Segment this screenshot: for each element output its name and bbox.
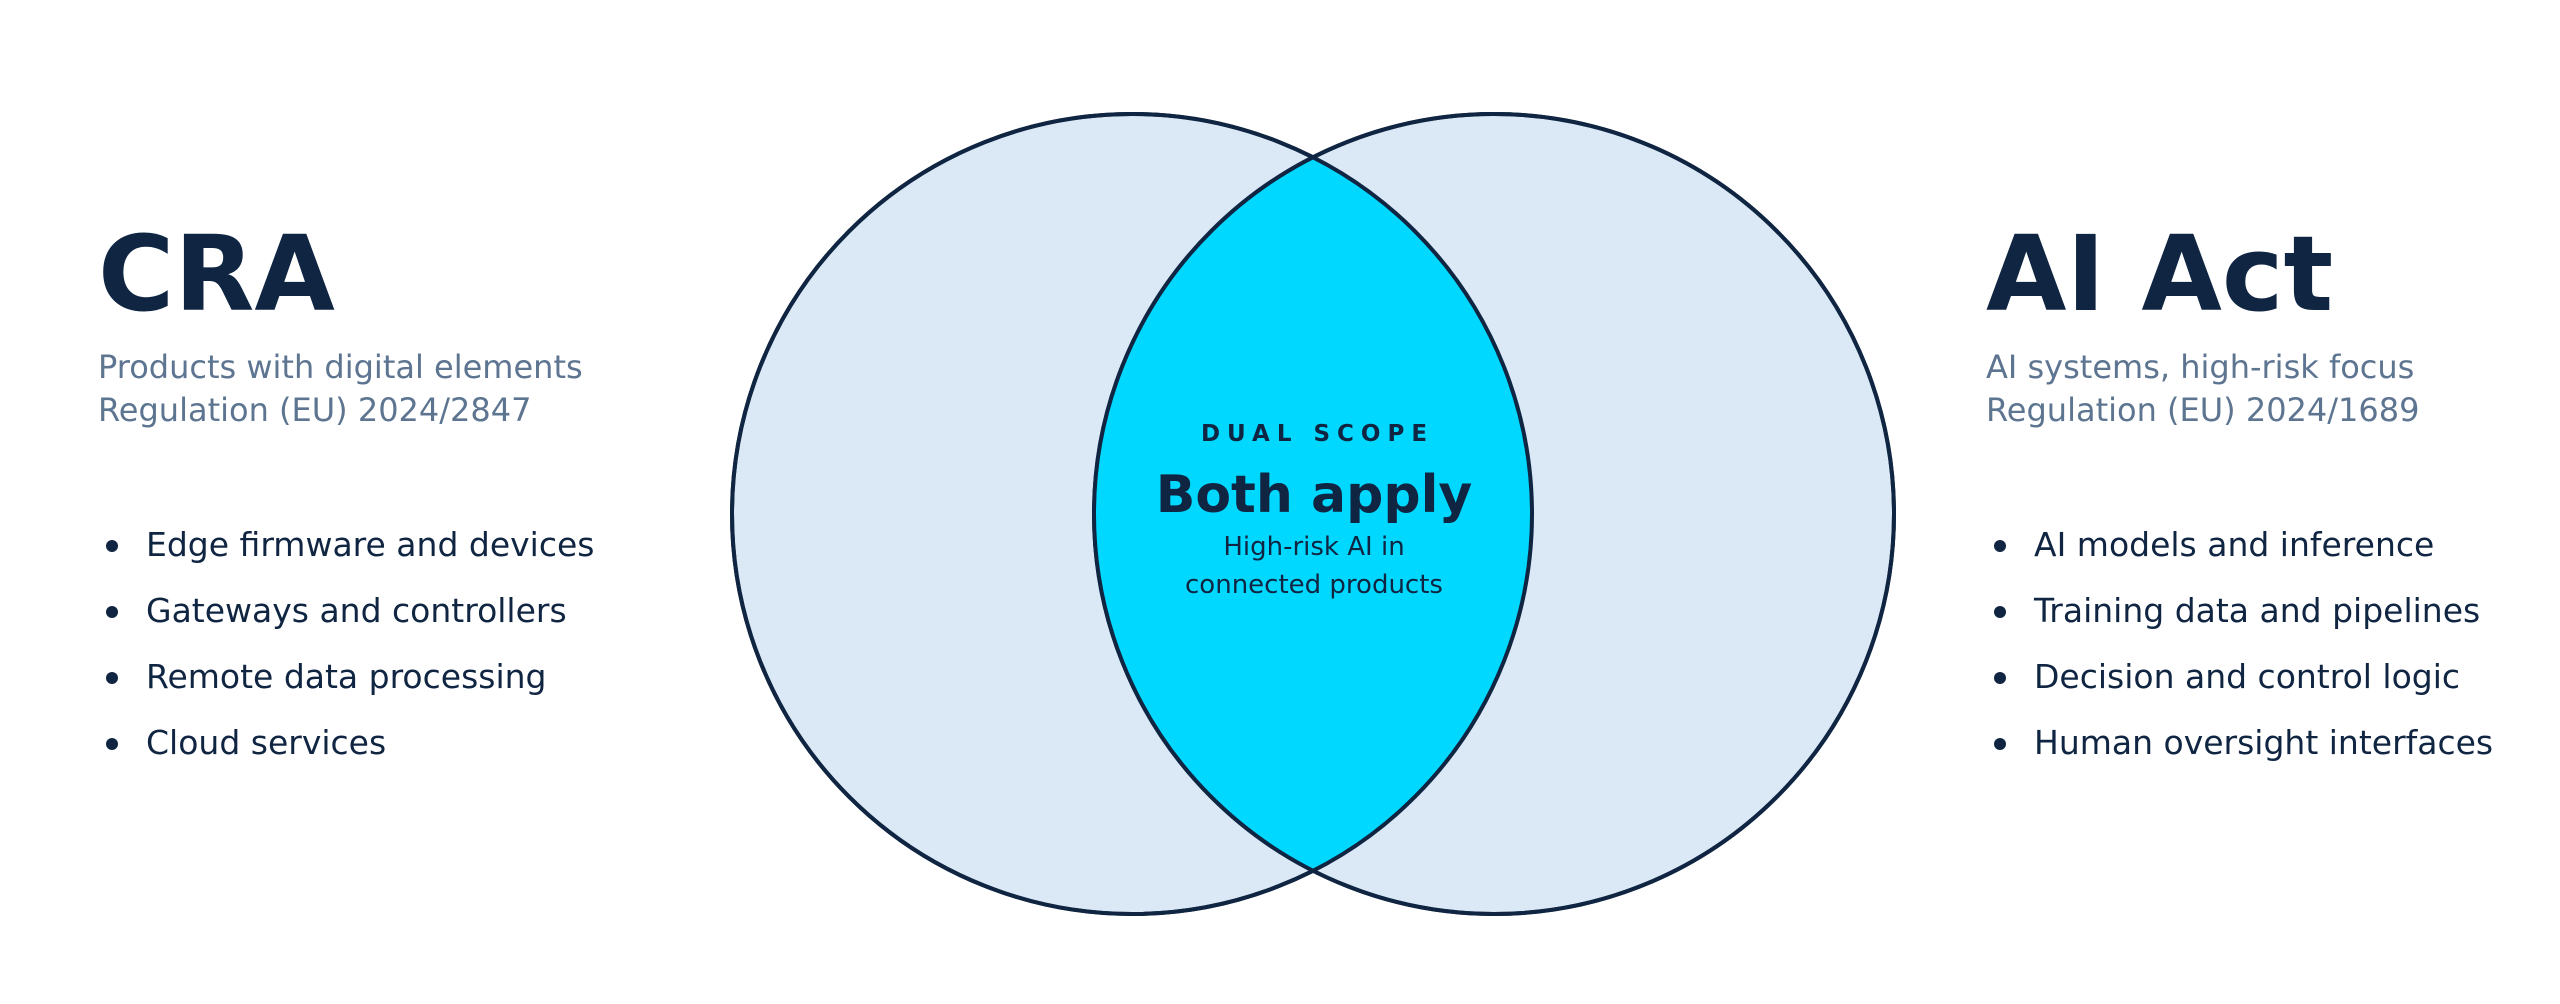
bullet-icon <box>106 738 118 750</box>
bullet-icon <box>1994 606 2006 618</box>
bullet-icon <box>106 606 118 618</box>
overlap-label: DUAL SCOPE Both apply High-risk AI in co… <box>1114 418 1514 602</box>
bullet-icon <box>1994 672 2006 684</box>
overlap-title: Both apply <box>1155 465 1473 525</box>
list-item-label: Decision and control logic <box>2034 657 2461 696</box>
list-item: Cloud services <box>98 710 658 776</box>
cra-panel: CRA Products with digital elements Regul… <box>98 222 658 776</box>
ai-act-subtitle-regulation: Regulation (EU) 2024/1689 <box>1986 391 2420 429</box>
cra-subtitle-regulation: Regulation (EU) 2024/2847 <box>98 391 532 429</box>
list-item: AI models and inference <box>1986 512 2546 578</box>
cra-scope-list: Edge firmware and devices Gateways and c… <box>98 512 658 776</box>
list-item-label: Remote data processing <box>146 657 547 696</box>
list-item-label: Human oversight interfaces <box>2034 723 2494 762</box>
list-item-label: Edge firmware and devices <box>146 525 595 564</box>
list-item: Training data and pipelines <box>1986 578 2546 644</box>
overlap-region <box>1094 114 1532 914</box>
overlap-eyebrow: DUAL SCOPE <box>1200 421 1435 447</box>
list-item: Remote data processing <box>98 644 658 710</box>
ai-act-subtitle-scope: AI systems, high-risk focus <box>1986 348 2415 386</box>
list-item-label: Cloud services <box>146 723 387 762</box>
bullet-icon <box>106 672 118 684</box>
overlap-description-line-1: High-risk AI in <box>1223 532 1405 562</box>
bullet-icon <box>106 540 118 552</box>
list-item: Edge firmware and devices <box>98 512 658 578</box>
list-item: Decision and control logic <box>1986 644 2546 710</box>
list-item-label: Training data and pipelines <box>2034 591 2481 630</box>
list-item: Human oversight interfaces <box>1986 710 2546 776</box>
list-item: Gateways and controllers <box>98 578 658 644</box>
ai-act-scope-list: AI models and inference Training data an… <box>1986 512 2546 776</box>
cra-title: CRA <box>98 213 335 335</box>
overlap-description-line-2: connected products <box>1185 570 1443 600</box>
list-item-label: Gateways and controllers <box>146 591 567 630</box>
ai-act-title: AI Act <box>1986 213 2334 335</box>
bullet-icon <box>1994 738 2006 750</box>
list-item-label: AI models and inference <box>2034 525 2435 564</box>
ai-act-panel: AI Act AI systems, high-risk focus Regul… <box>1986 222 2546 776</box>
bullet-icon <box>1994 540 2006 552</box>
cra-subtitle-scope: Products with digital elements <box>98 348 583 386</box>
ai-act-circle-outline <box>1092 112 1896 916</box>
cra-circle-outline <box>730 112 1534 916</box>
